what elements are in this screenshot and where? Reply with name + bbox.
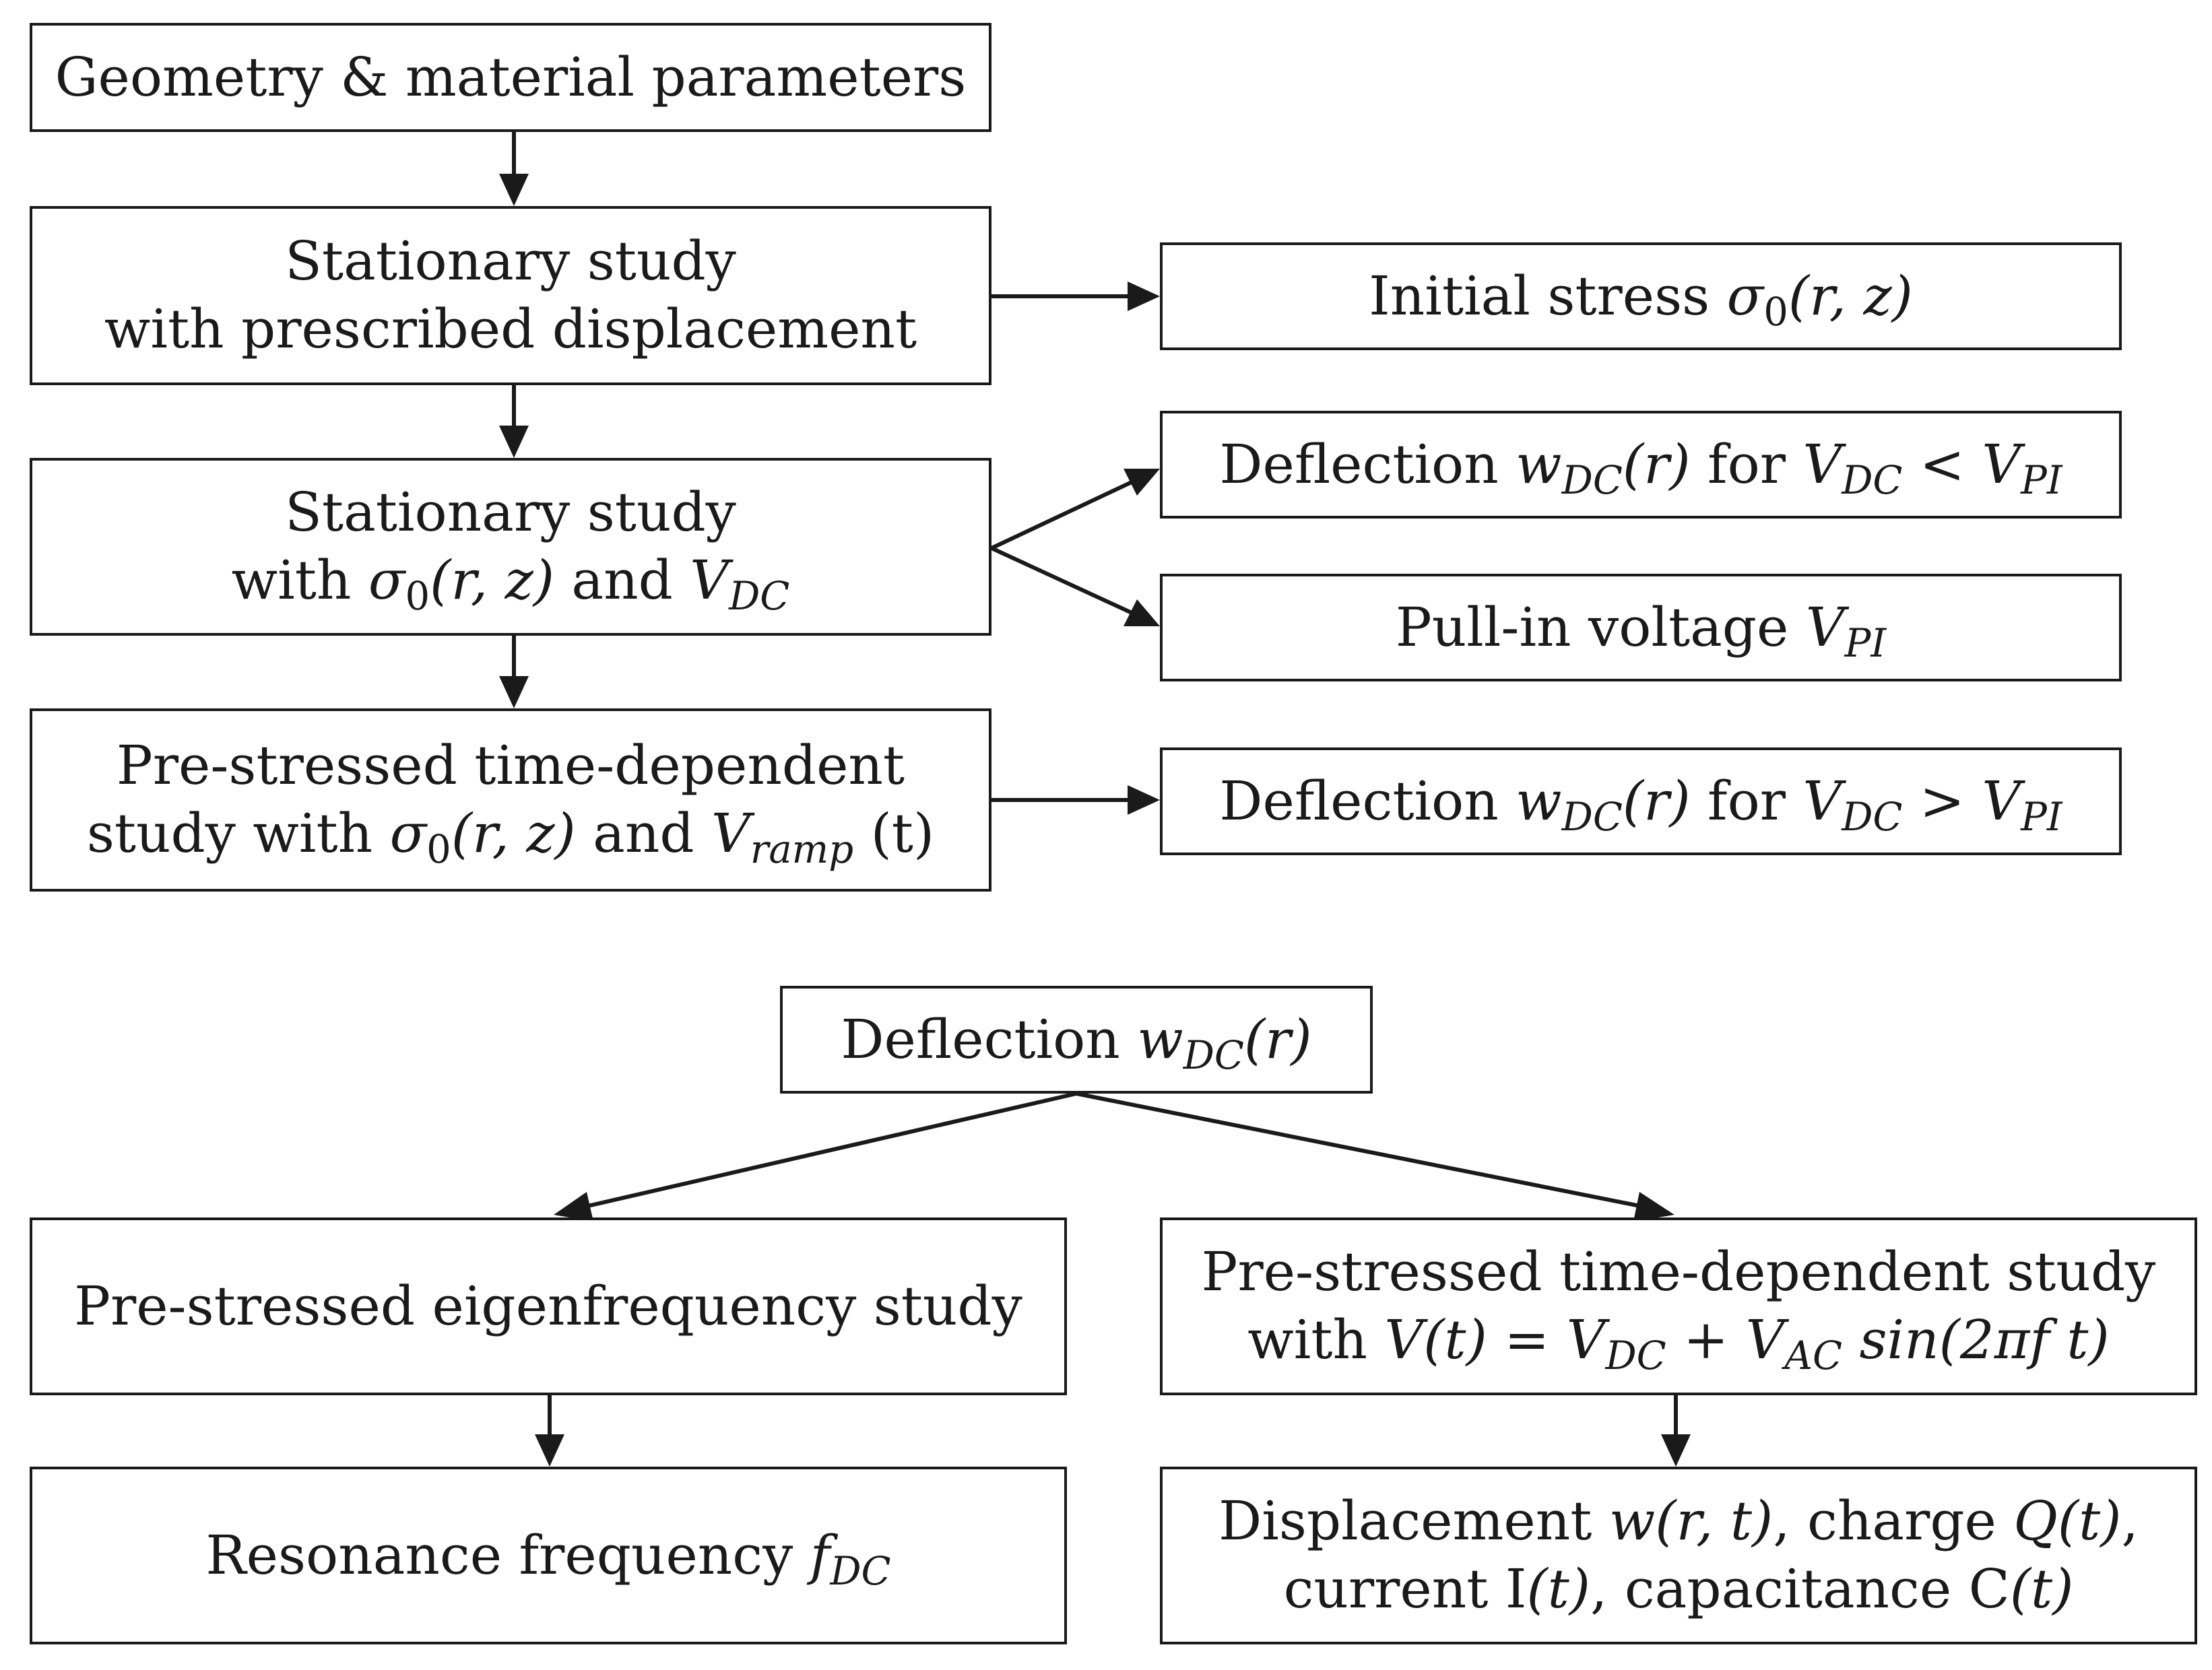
prestressed-ramp-box: Pre-stressed time-dependent study with σ… (30, 708, 991, 892)
displacement-line2: current I(t), capacitance C(t) (1283, 1558, 2074, 1620)
resonance-label: Resonance frequency fDC (205, 1523, 891, 1594)
stationary-prescribed-line1: Stationary study (285, 230, 736, 293)
stationary-sigma-line2: with σ0(r, z) and VDC (231, 549, 790, 620)
resonance-box: Resonance frequency fDC (30, 1467, 1067, 1644)
eigen-label: Pre-stressed eigenfrequency study (74, 1274, 1022, 1337)
pullin-box: Pull-in voltage VPI (1160, 574, 2122, 681)
deflection-lt-label: Deflection wDC(r) for VDC < VPI (1219, 432, 2062, 503)
deflection-gt-box: Deflection wDC(r) for VDC > VPI (1160, 747, 2122, 855)
prestressed-ramp-line2: study with σ0(r, z) and Vramp (t) (86, 802, 935, 873)
pullin-label: Pull-in voltage VPI (1395, 595, 1887, 666)
deflection-lt-box: Deflection wDC(r) for VDC < VPI (1160, 411, 2122, 519)
initial-stress-label: Initial stress σ0(r, z) (1369, 264, 1913, 335)
displacement-box: Displacement w(r, t), charge Q(t), curre… (1160, 1467, 2197, 1644)
eigen-box: Pre-stressed eigenfrequency study (30, 1217, 1067, 1395)
geometry-label: Geometry & material parameters (55, 45, 967, 108)
geometry-box: Geometry & material parameters (30, 23, 991, 132)
timedep-line2: with V(t) = VDC + VAC sin(2πf t) (1247, 1308, 2110, 1379)
timedep-box: Pre-stressed time-dependent study with V… (1160, 1217, 2197, 1395)
stationary-sigma-line1: Stationary study (285, 481, 736, 544)
prestressed-ramp-line1: Pre-stressed time-dependent (116, 734, 905, 797)
arrow-sigma-to-pullin (990, 546, 1133, 615)
deflection-box: Deflection wDC(r) (780, 986, 1373, 1094)
arrowhead (499, 174, 529, 206)
arrowhead (1128, 785, 1160, 815)
deflection-gt-label: Deflection wDC(r) for VDC > VPI (1219, 769, 2062, 840)
arrowhead (499, 426, 529, 458)
arrow-deflection-to-timedep (1076, 1092, 1644, 1209)
arrow-sigma-to-deflection-lt (990, 480, 1133, 550)
stationary-prescribed-box: Stationary study with prescribed displac… (30, 206, 991, 385)
arrowhead (499, 676, 529, 708)
stationary-sigma-box: Stationary study with σ0(r, z) and VDC (30, 458, 991, 636)
displacement-line1: Displacement w(r, t), charge Q(t), (1218, 1490, 2139, 1553)
stationary-prescribed-line2: with prescribed displacement (104, 298, 917, 360)
initial-stress-box: Initial stress σ0(r, z) (1160, 242, 2122, 350)
arrowhead (1124, 469, 1160, 496)
timedep-line1: Pre-stressed time-dependent study (1201, 1240, 2156, 1304)
deflection-label: Deflection wDC(r) (841, 1007, 1312, 1078)
arrowhead (535, 1434, 564, 1467)
arrowhead (1128, 281, 1160, 311)
arrowhead (1661, 1434, 1691, 1467)
arrow-deflection-to-eigen (584, 1092, 1077, 1209)
arrowhead (1124, 599, 1160, 626)
